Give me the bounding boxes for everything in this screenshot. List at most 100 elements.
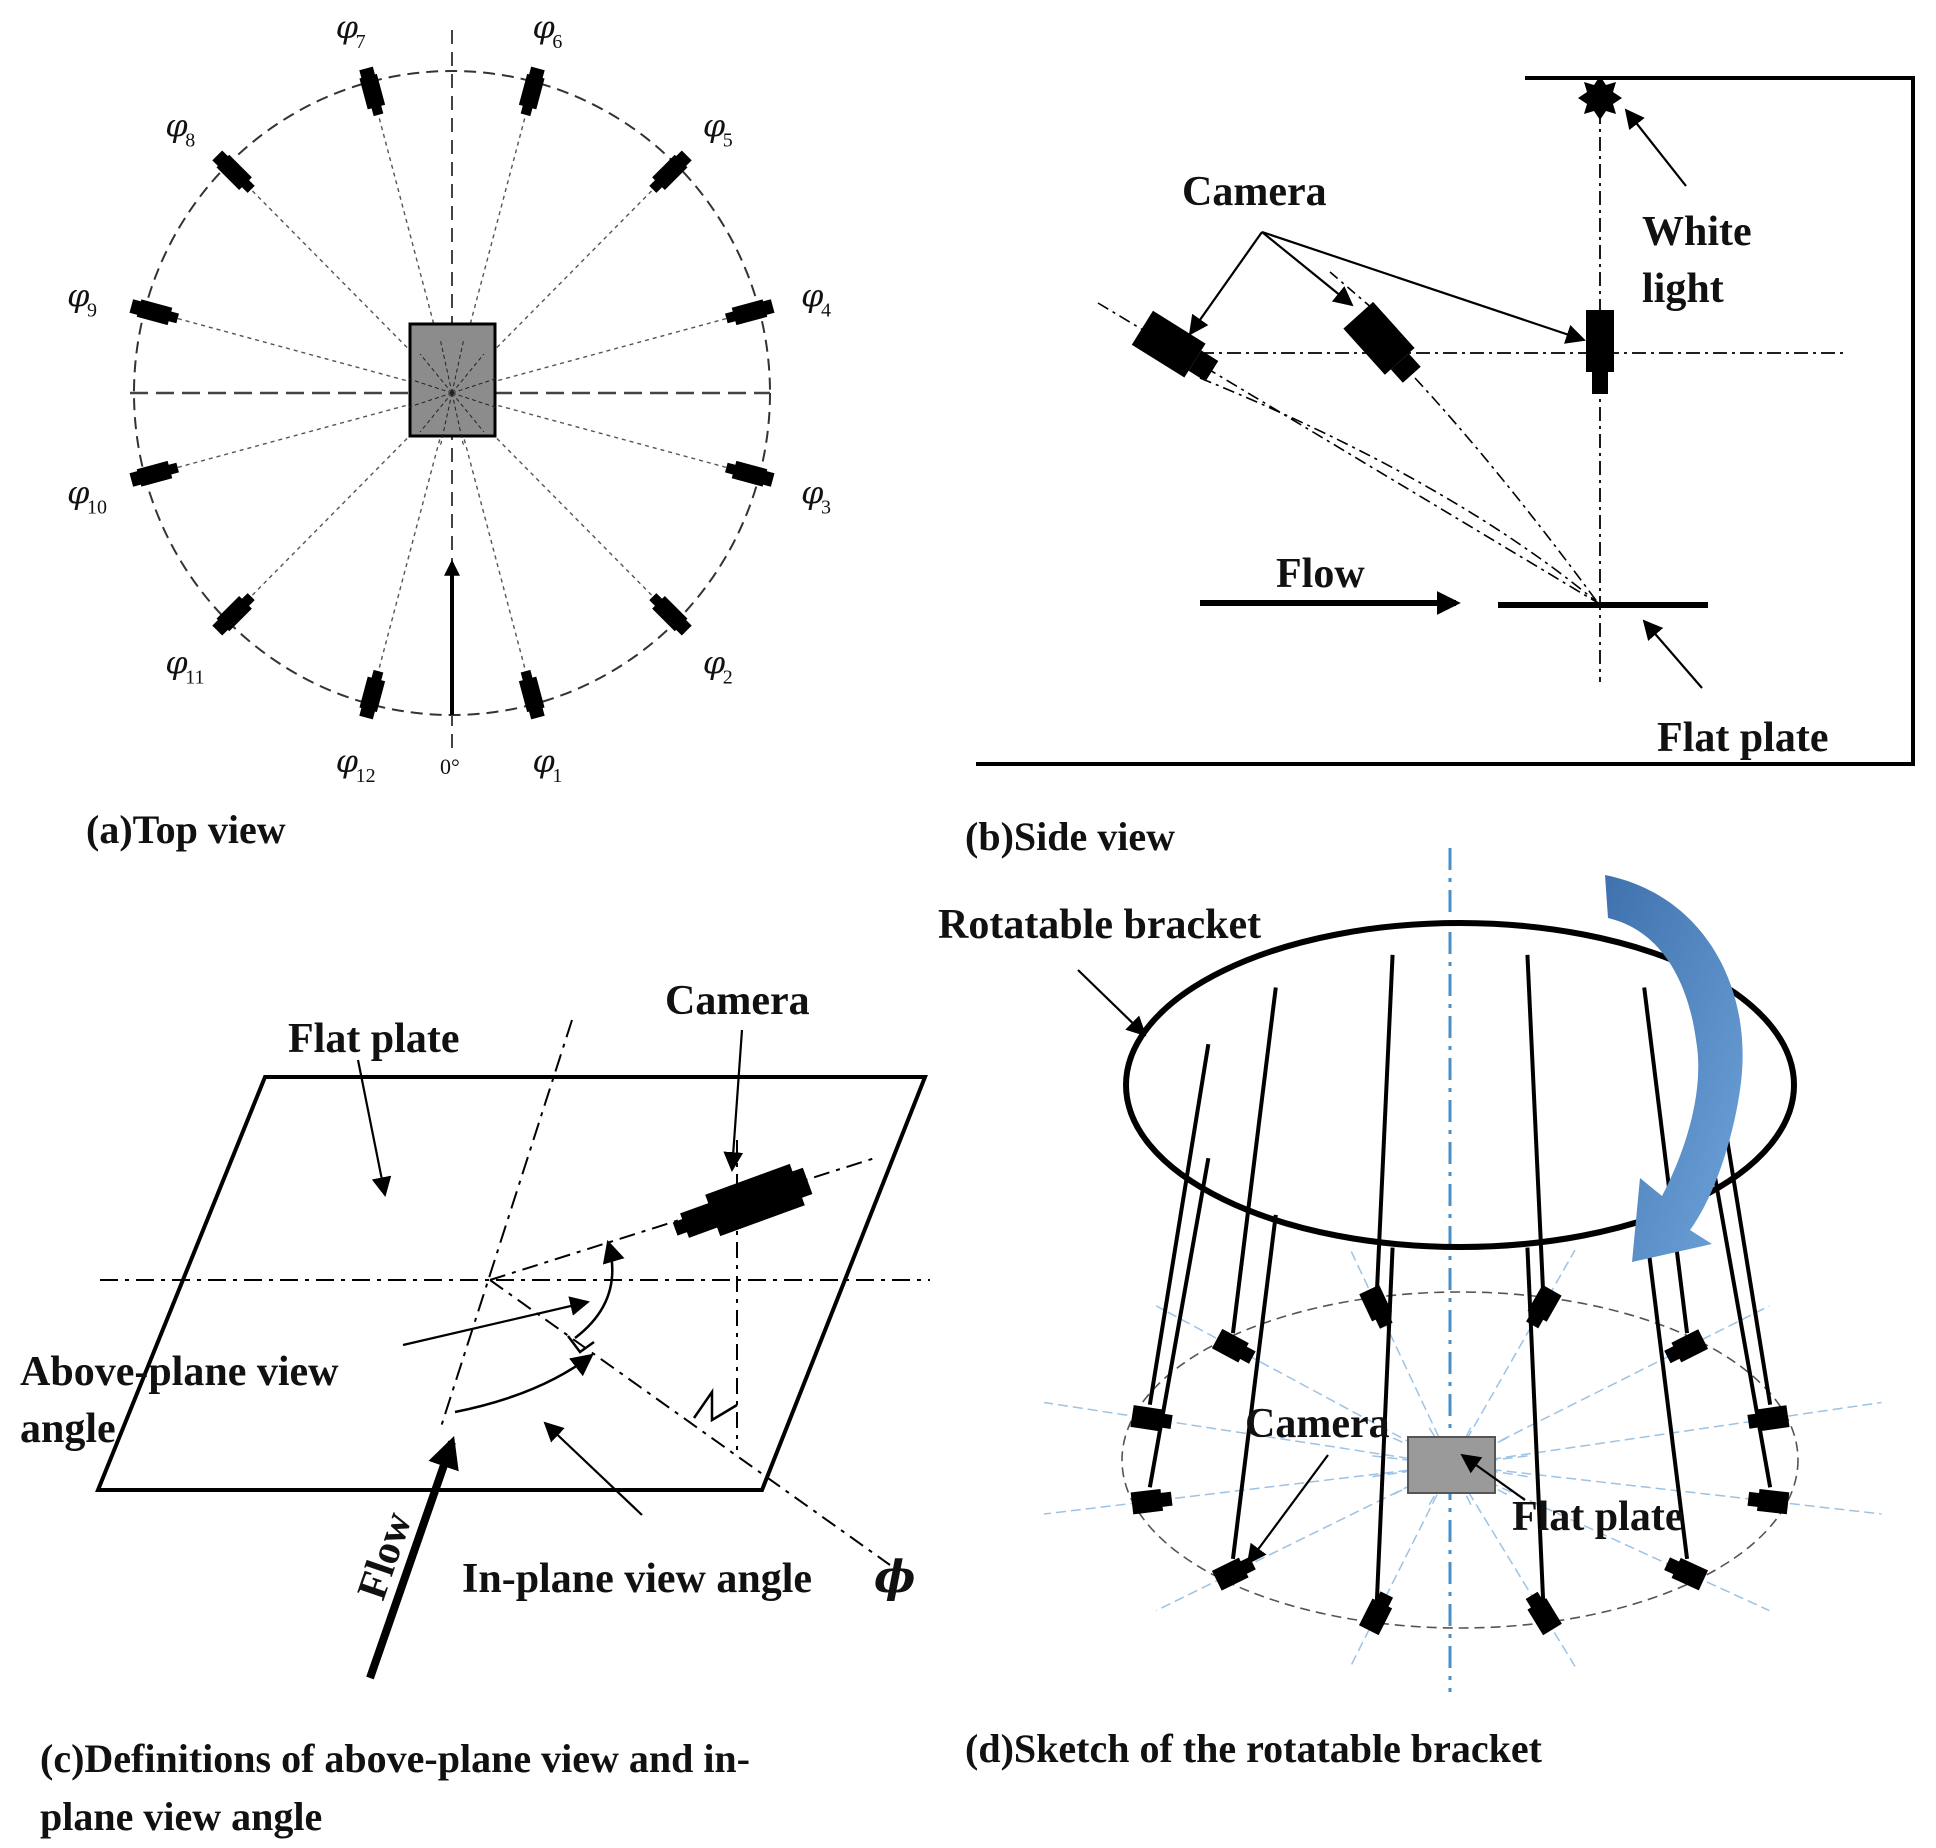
camera-icon [1664,1557,1708,1591]
white-light-label-2: light [1642,266,1724,312]
camera-ray [451,392,678,622]
side-flow-label: Flow [1276,551,1365,597]
camera-callout-2 [1261,231,1354,307]
caption-a: (a)Top view [86,807,286,852]
plate-ray [419,392,453,433]
rotation-arrow [1605,875,1743,1262]
d-camera-callout [1246,1454,1329,1565]
camera-icon [359,66,386,117]
flat-plate-parallelogram [95,1075,928,1492]
camera-label-phi: φ [67,473,90,511]
camera-label-subscript: 5 [723,129,733,151]
camera-icon [359,669,386,720]
camera-ray [1392,1305,1770,1496]
plate-ray [439,392,453,447]
camera-ray [451,308,760,394]
panel-c-definitions: Flow Flat plate Camera Above-plane view … [20,978,930,1839]
camera-ray [451,392,535,705]
bracket-rod [1525,954,1546,1292]
right-angle-mark-2 [692,1387,738,1423]
light-callout [1624,108,1687,187]
panel-d-rotatable-bracket: Rotatable bracket Camera Flat plate (d)S… [938,848,1882,1771]
plate-ray [419,353,453,394]
bracket-label: Rotatable bracket [938,902,1261,948]
view-ray-left-curve [1199,377,1599,604]
camera-label-phi: φ [165,644,188,682]
camera-icon [1358,1591,1394,1636]
in-plane-arc [454,1353,594,1414]
d-plate-label: Flat plate [1512,1494,1683,1540]
above-plane-label-1: Above-plane view [20,1349,339,1395]
camera-callout-3 [1261,230,1586,344]
camera-ray [451,392,760,478]
camera-icon [1359,1284,1393,1329]
above-plane-label-2: angle [20,1406,116,1452]
panel-b-side-view: Camera White light Flow Flat plate (b)Si… [965,76,1915,859]
side-camera-vertical [1586,310,1614,394]
white-light-label-1: White [1642,209,1752,255]
plate-ray [451,378,496,394]
camera-rays [144,81,760,705]
camera-label-subscript: 12 [356,765,376,787]
camera-label-subscript: 7 [356,31,366,53]
in-plane-label: In-plane view angle [462,1556,812,1602]
plate-ray [451,392,485,433]
camera-icon [129,460,179,487]
plate-ray [439,339,453,394]
bracket-rod [1147,1157,1211,1488]
plate-ray [451,392,465,447]
plate-ray [408,378,453,394]
camera-label-phi: φ [532,8,555,46]
camera-label-phi: φ [532,742,555,780]
camera-ray [451,81,535,394]
camera-icon [1130,1488,1173,1515]
camera-icon [725,299,775,326]
camera-label-phi: φ [801,277,824,315]
side-camera-left [1131,310,1219,382]
camera-label-phi: φ [703,644,726,682]
camera-icon [1747,1489,1790,1515]
camera-label-phi: φ [165,106,188,144]
bracket-callout [1077,969,1147,1037]
camera-ray [369,81,453,394]
c-camera [672,1163,813,1238]
in-plane-symbol: ϕ [874,1552,915,1603]
camera-callout-1 [1188,231,1263,336]
camera-label-subscript: 8 [185,129,195,151]
bracket-rod [1374,1247,1395,1601]
bracket-ring [1123,920,1797,1250]
camera-label-phi: φ [336,8,359,46]
camera-label-phi: φ [67,277,90,315]
plate-ray [408,392,453,408]
camera-icon [1525,1591,1562,1636]
camera-icon [518,669,545,720]
camera-icon [1747,1405,1790,1432]
camera-ray [226,392,453,622]
caption-b: (b)Side view [965,814,1175,859]
bracket-rod [1709,1157,1773,1488]
side-camera-label: Camera [1182,169,1327,215]
bracket-rod [1147,1043,1211,1406]
caption-c-line2: plane view angle [40,1794,322,1839]
d-flat-plate [1407,1436,1496,1494]
c-plate-callout [356,1059,392,1197]
camera-label-subscript: 6 [552,31,562,53]
bracket-rod [1230,987,1278,1334]
flat-plate-square [408,322,497,438]
camera-label-subscript: 4 [821,300,831,322]
camera-icon [649,150,692,193]
camera-icon [1211,1328,1256,1364]
camera-label-subscript: 11 [185,667,204,689]
lower-dashed-ellipse [1121,1291,1799,1629]
camera-label-phi: φ [703,106,726,144]
bracket-rod [1642,1214,1690,1560]
camera-ray [1372,1455,1882,1515]
camera-icon [1130,1405,1173,1432]
caption-c-line1: (c)Definitions of above-plane view and i… [40,1736,750,1781]
right-angle-mark-1 [567,1335,595,1354]
camera-label-subscript: 3 [821,496,831,518]
camera-icon [1526,1284,1562,1329]
